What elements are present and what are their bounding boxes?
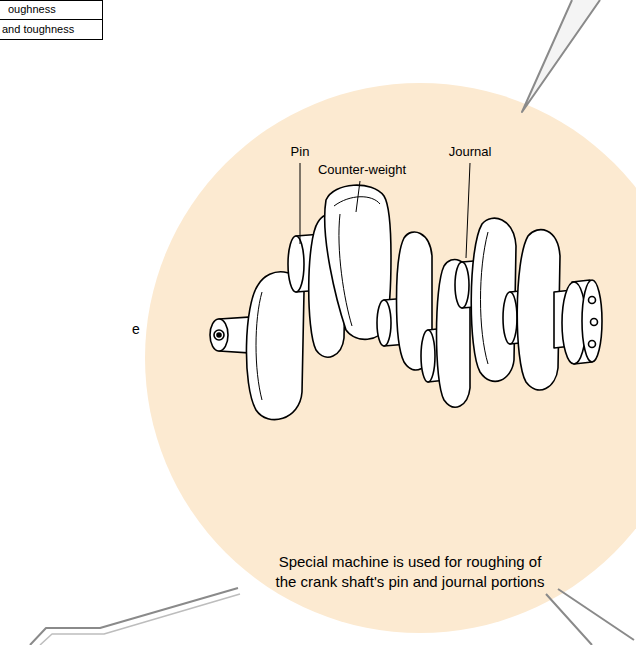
text-fragment: e [132,321,140,337]
leader-lines [300,163,470,258]
callout-pointers [30,0,634,645]
table-cell: and toughness [2,23,74,36]
part-label: Journal [449,145,492,160]
table-cell: oughness [8,3,56,16]
part-label: Counter-weight [318,163,406,178]
table-fragment [0,0,103,40]
node-caption: Special machine is used for roughing of … [271,552,549,591]
part-label: Pin [291,145,310,160]
crankshaft [210,185,602,419]
